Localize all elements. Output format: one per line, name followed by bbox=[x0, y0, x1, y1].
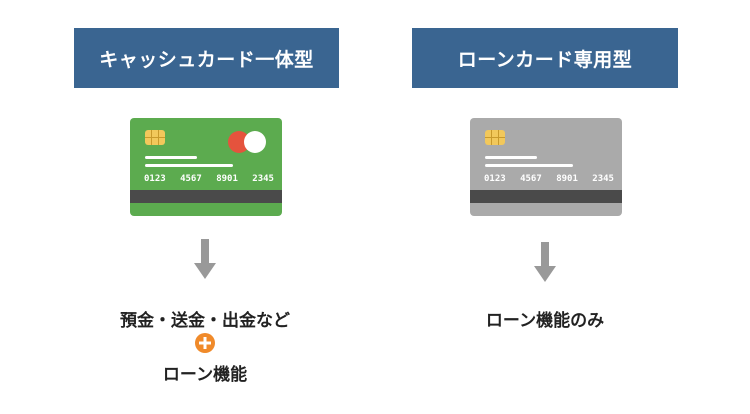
card-chip-icon bbox=[485, 130, 505, 145]
card-number-group: 4567 bbox=[520, 174, 542, 184]
header-left-label: キャッシュカード一体型 bbox=[99, 48, 314, 71]
card-number-group: 8901 bbox=[556, 174, 578, 184]
left-loan-feature-text: ローン機能 bbox=[162, 365, 248, 385]
card-logo-white-circle bbox=[244, 131, 266, 153]
card-chip-icon bbox=[145, 130, 165, 145]
card-magnetic-stripe bbox=[470, 190, 622, 203]
header-loan-card-dedicated: ローンカード専用型 bbox=[412, 28, 678, 88]
card-number: 0123 4567 8901 2345 bbox=[144, 174, 274, 184]
card-number: 0123 4567 8901 2345 bbox=[484, 174, 614, 184]
card-number-group: 0123 bbox=[484, 174, 506, 184]
card-name-bar-short bbox=[485, 156, 537, 159]
card-number-group: 2345 bbox=[252, 174, 274, 184]
card-number-group: 0123 bbox=[144, 174, 166, 184]
card-number-group: 4567 bbox=[180, 174, 202, 184]
card-name-bar-short bbox=[145, 156, 197, 159]
card-number-group: 2345 bbox=[592, 174, 614, 184]
plus-circle-icon bbox=[195, 333, 215, 353]
card-magnetic-stripe bbox=[130, 190, 282, 203]
card-name-bar-long bbox=[145, 164, 233, 167]
arrow-down-icon bbox=[194, 239, 216, 279]
header-cash-card-integrated: キャッシュカード一体型 bbox=[74, 28, 339, 88]
card-number-group: 8901 bbox=[216, 174, 238, 184]
right-feature-text: ローン機能のみ bbox=[485, 311, 605, 331]
arrow-down-icon bbox=[534, 242, 556, 282]
header-right-label: ローンカード専用型 bbox=[457, 48, 633, 71]
left-feature-text: 預金・送金・出金など bbox=[120, 311, 290, 331]
card-name-bar-long bbox=[485, 164, 573, 167]
card-green: 0123 4567 8901 2345 bbox=[130, 118, 282, 216]
card-gray: 0123 4567 8901 2345 bbox=[470, 118, 622, 216]
